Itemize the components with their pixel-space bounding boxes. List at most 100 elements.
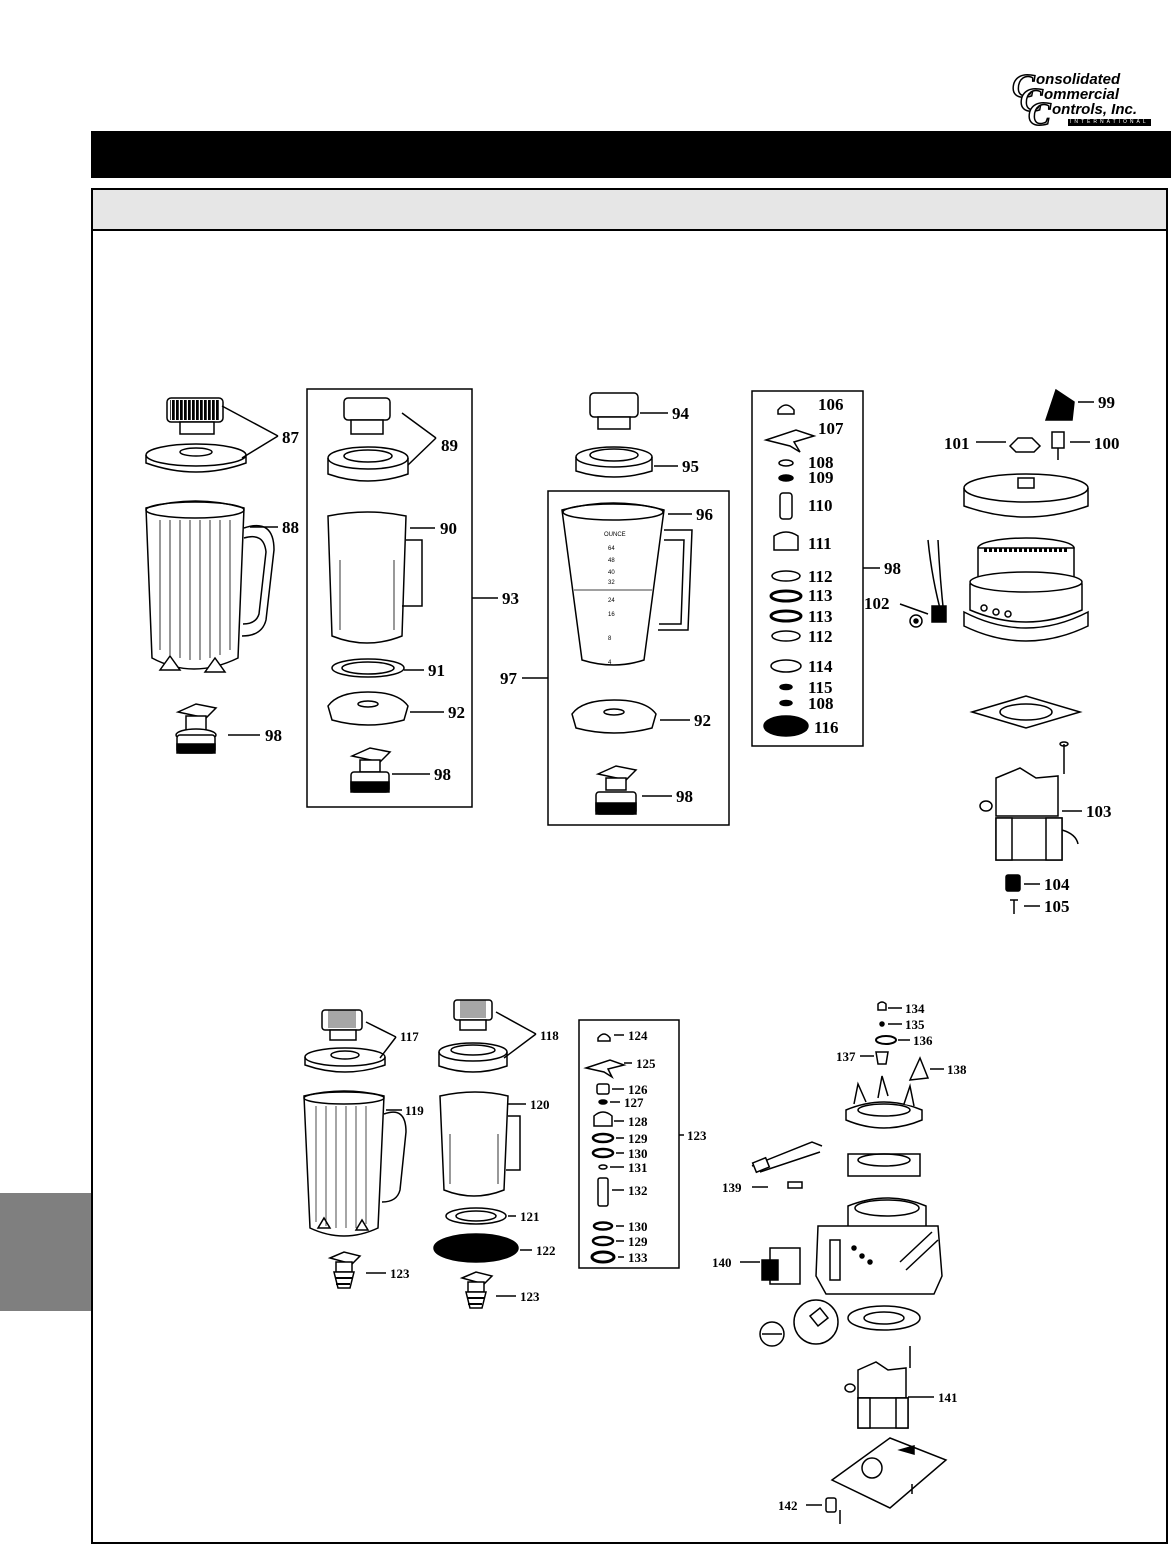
callout-102: 102 [864,594,890,613]
lid-cap-89 [327,397,409,482]
callout-142: 142 [778,1498,798,1513]
callout-89: 89 [441,436,458,455]
lid-cap-87 [145,397,247,473]
callout-99: 99 [1098,393,1115,412]
callout-129-b: 129 [628,1234,648,1249]
container-90 [327,511,423,644]
lid-95 [575,446,653,478]
callout-131: 131 [628,1160,648,1175]
lid-cap-117 [304,1009,386,1073]
callout-91: 91 [428,661,445,680]
blade-assembly-123b [459,1271,494,1309]
jar-tick-48: 48 [608,558,615,564]
jar-label-ounce: OUNCE [604,532,626,538]
subheader-bar [91,188,1168,231]
callout-112-b: 112 [808,627,833,646]
callout-110: 110 [808,496,833,515]
callout-119: 119 [405,1103,424,1118]
callout-136: 136 [913,1033,933,1048]
bearing-111 [773,531,799,551]
logo-initial-1: C [1011,68,1035,105]
mount-plate-upper [847,1153,921,1177]
callout-106: 106 [818,395,844,414]
gasket-91 [331,658,405,678]
blade-107 [763,429,817,453]
blade-assembly-98b [349,747,392,793]
callout-135: 135 [905,1017,925,1032]
jar-tick-32: 32 [608,580,615,586]
drive-coupling [845,1075,923,1129]
jar-tick-16: 16 [608,612,615,618]
callout-141: 141 [938,1390,958,1405]
lid-cap-94 [589,392,639,430]
callout-130-a: 130 [628,1146,648,1161]
callout-139: 139 [722,1180,742,1195]
callout-111: 111 [808,534,832,553]
callout-114: 114 [808,657,833,676]
cord-139 [751,1141,823,1189]
callout-113-b: 113 [808,607,833,626]
callout-98-a: 98 [265,726,282,745]
container-96: OUNCE 64 48 40 32 24 16 8 4 [561,502,693,666]
callout-126: 126 [628,1082,648,1097]
callout-92-a: 92 [448,703,465,722]
base-122 [433,1233,519,1263]
logo-word-1: onsolidated [1036,71,1121,88]
callout-129-a: 129 [628,1131,648,1146]
callout-127: 127 [624,1095,644,1110]
section-side-tab [0,1193,91,1311]
callout-124: 124 [628,1028,648,1043]
blade-assembly-98c [595,765,638,815]
jar-tick-40: 40 [608,570,615,576]
callout-90: 90 [440,519,457,538]
callout-104: 104 [1044,875,1070,894]
callout-108-b: 108 [808,694,834,713]
callout-93: 93 [502,589,519,608]
callout-116: 116 [814,718,839,737]
logo-word-2: ommercial [1044,86,1120,103]
logo-word-3: ontrols, Inc. [1052,101,1138,118]
motor-103 [979,741,1079,861]
callout-123-c: 123 [687,1128,707,1143]
knob-99 [1044,388,1075,421]
jar-tick-24: 24 [608,598,615,604]
container-88 [145,500,275,673]
callout-130-b: 130 [628,1219,648,1234]
callout-134: 134 [905,1001,925,1016]
callout-100: 100 [1094,434,1120,453]
blade-assembly-123a [327,1251,362,1289]
blade-assembly-98a [175,703,218,754]
callout-94: 94 [672,404,690,423]
cover-plate [963,473,1089,518]
jar-tick-4: 4 [608,660,612,666]
part-100 [1051,431,1065,460]
callout-101: 101 [944,434,970,453]
base-116 [763,715,809,737]
callout-120: 120 [530,1097,550,1112]
callout-132: 132 [628,1183,648,1198]
callout-123-b: 123 [520,1289,540,1304]
switch-140 [761,1247,801,1285]
company-logo: C C C onsolidated ommercial ontrols, Inc… [1011,68,1170,132]
callout-112-a: 112 [808,567,833,586]
callout-123-a: 123 [390,1266,410,1281]
kit-box-97 [547,490,730,826]
callout-98-d: 98 [884,559,901,578]
motor-141 [844,1346,911,1429]
callout-125: 125 [636,1056,656,1071]
callout-105: 105 [1044,897,1070,916]
logo-initial-2: C [1019,82,1043,119]
header-bar [91,131,1171,178]
callout-97: 97 [500,669,518,688]
logo-tagline: INTERNATIONAL [1068,119,1151,126]
callout-103: 103 [1086,802,1112,821]
callout-122: 122 [536,1243,556,1258]
callout-92-b: 92 [694,711,711,730]
callout-140: 140 [712,1255,732,1270]
callout-87: 87 [282,428,300,447]
kit-box-123 [578,1019,680,1269]
foot-142 [825,1497,837,1513]
callout-133: 133 [628,1250,648,1265]
bottom-plate [830,1437,948,1509]
